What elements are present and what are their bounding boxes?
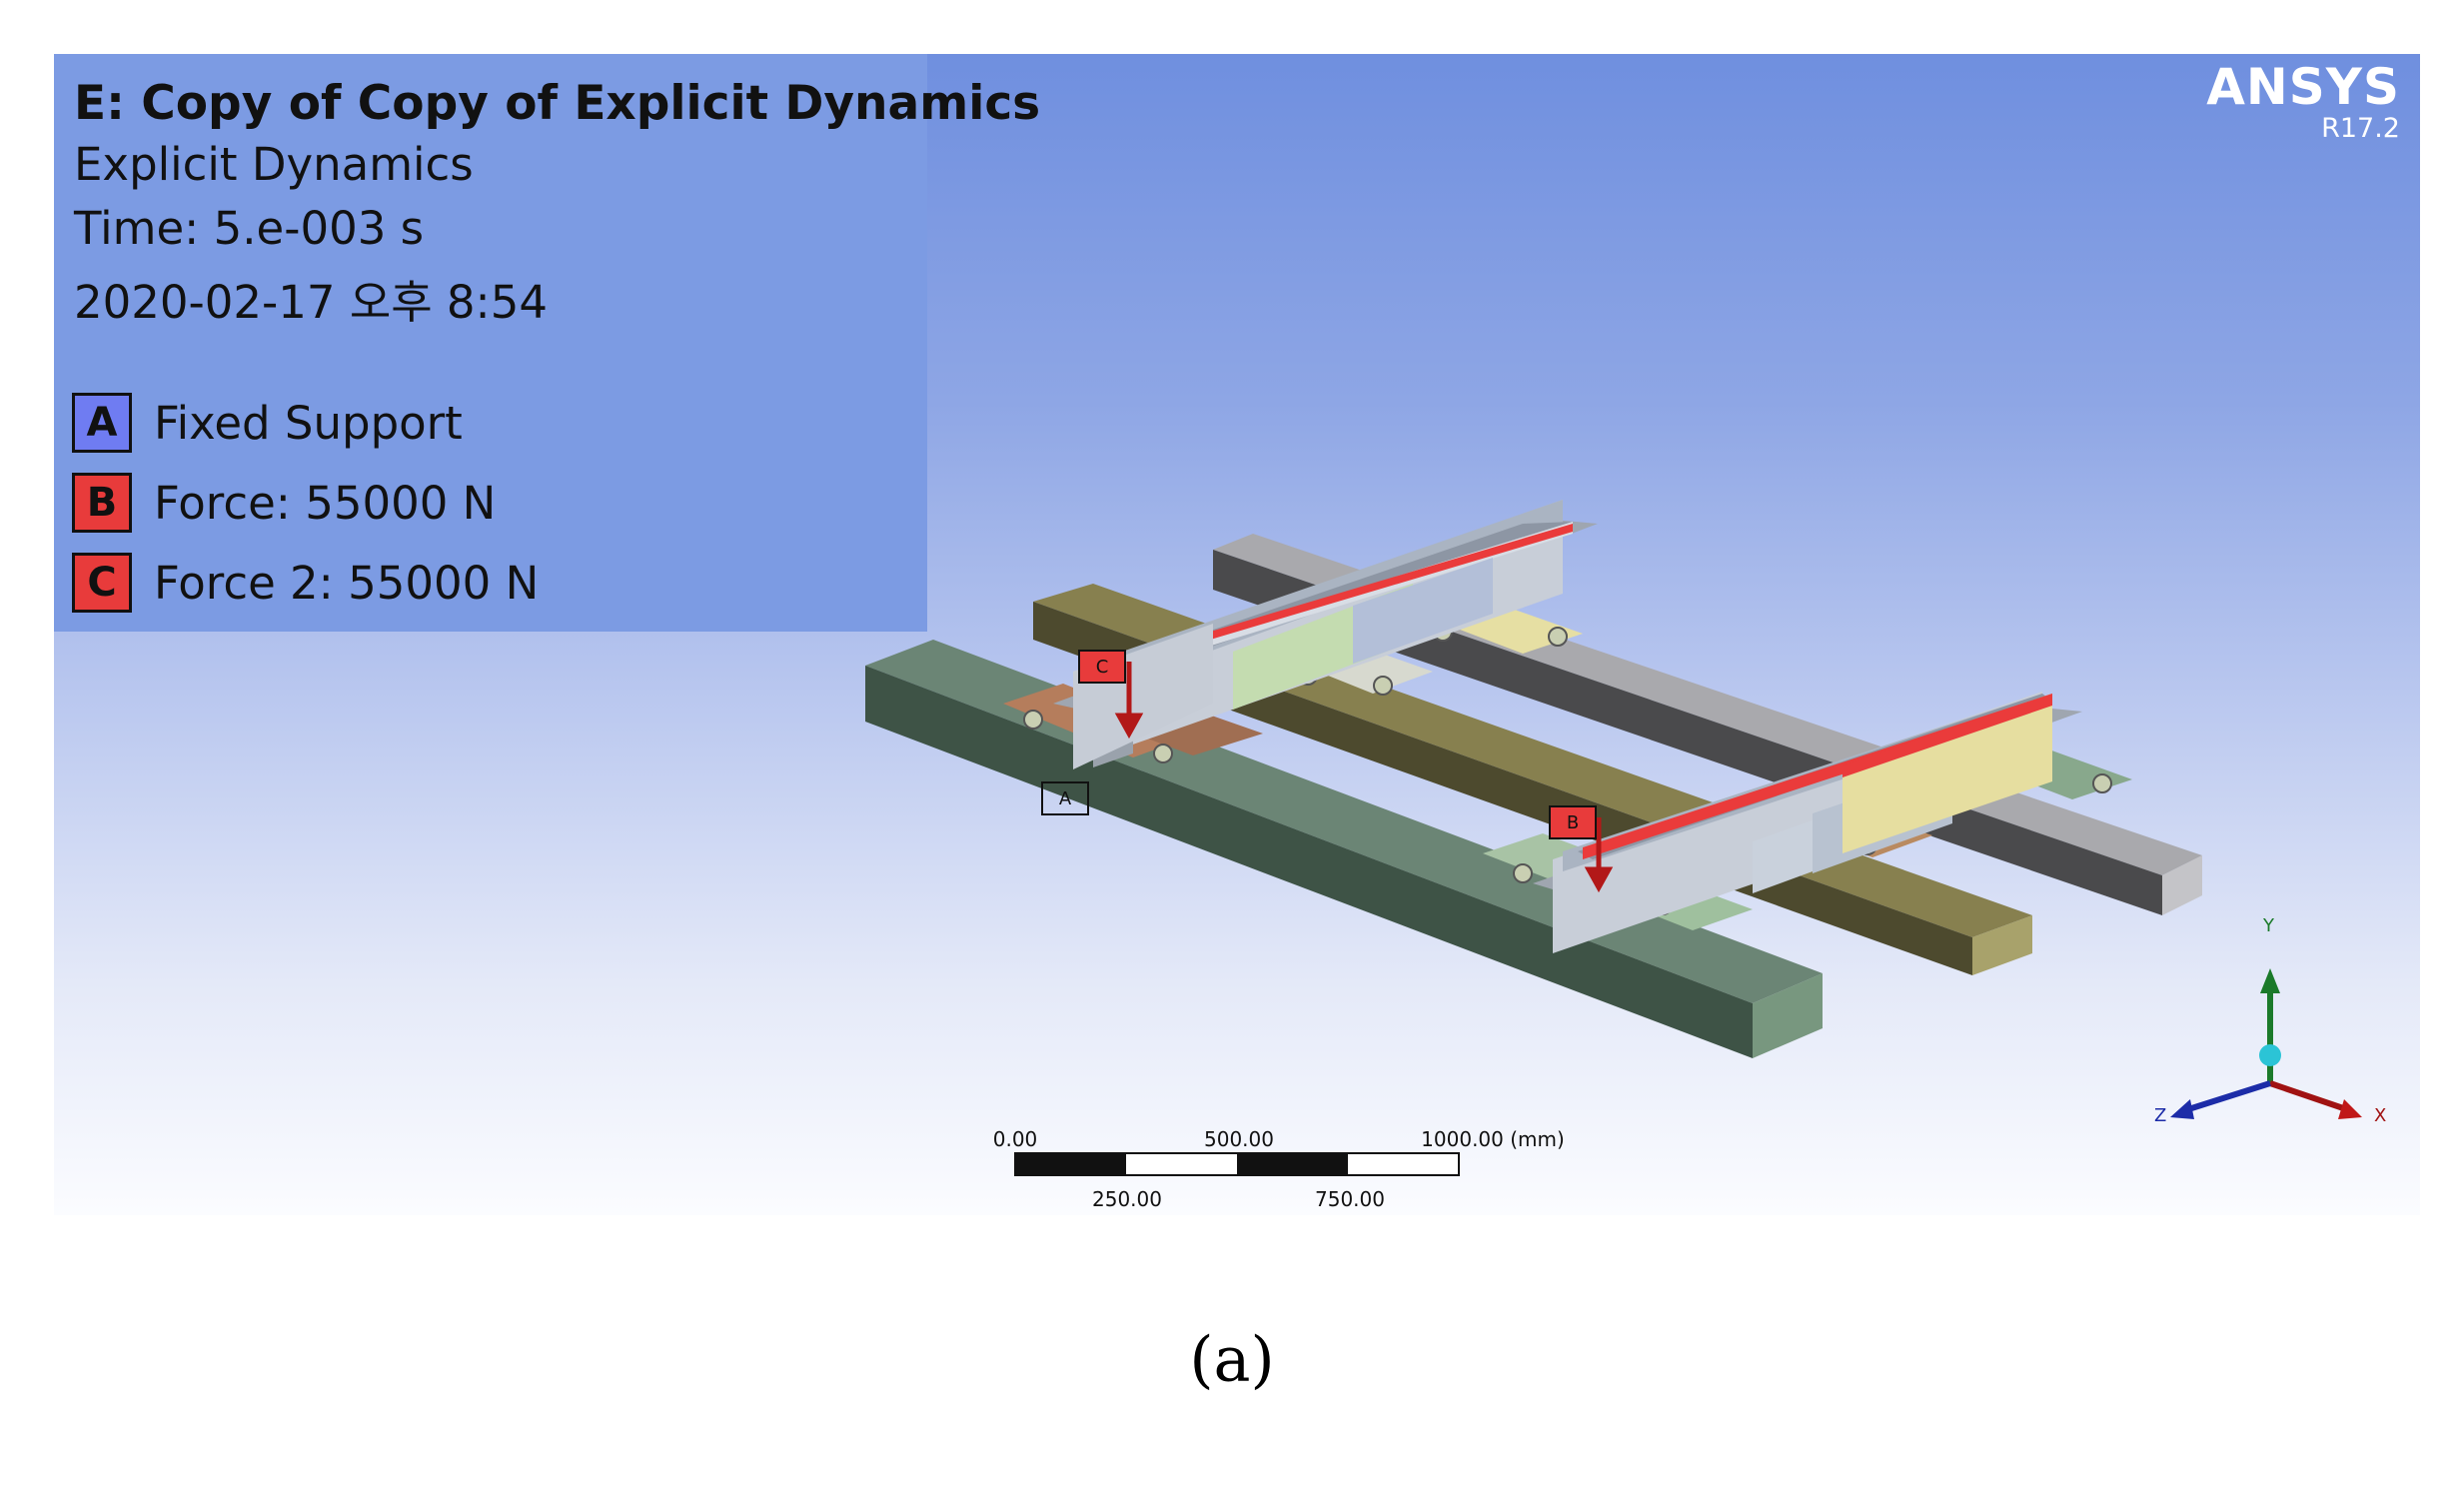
rail-upper-left [1073,624,1213,769]
marker-c[interactable]: C [1078,650,1126,684]
legend-label: Fixed Support [154,396,463,450]
marker-a[interactable]: A [1041,781,1089,815]
force-arrows [1114,662,1614,893]
scale-label-500: 500.00 [1204,1127,1274,1151]
scale-bar-graphic [1014,1152,1460,1176]
coordinate-triad [2170,968,2362,1119]
axis-label-x: X [2374,1105,2387,1126]
brand-name: ANSYS [2206,58,2400,116]
marker-b[interactable]: B [1549,805,1597,839]
details-panel: E: Copy of Copy of Explicit Dynamics Exp… [54,54,1040,632]
axis-label-y: Y [2263,915,2274,936]
analysis-type: Explicit Dynamics [74,138,474,191]
time-readout: Time: 5.e-003 s [74,202,425,255]
legend-key-a: A [72,393,132,453]
rail-lower [1533,692,2082,953]
timestamp: 2020-02-17 오후 8:54 [74,276,548,329]
legend-key-c: C [72,553,132,613]
graphics-viewport[interactable]: C B A Y X Z 0.00 500.00 1000.00 (mm) 250… [54,54,2420,1215]
scale-label-1000: 1000.00 (mm) [1421,1127,1565,1151]
scale-label-750: 750.00 [1315,1187,1385,1211]
legend-label: Force: 55000 N [154,476,497,530]
legend-item-fixed-support[interactable]: A Fixed Support [72,390,463,456]
legend-item-force-2[interactable]: C Force 2: 55000 N [72,550,539,616]
legend-item-force[interactable]: B Force: 55000 N [72,470,496,536]
legend-label: Force 2: 55000 N [154,556,540,610]
figure-caption: (a) [1189,1322,1275,1396]
scale-label-250: 250.00 [1092,1187,1162,1211]
legend-key-b: B [72,473,132,533]
scale-label-0: 0.00 [992,1127,1038,1151]
brand-version: R17.2 [2321,113,2400,144]
ansys-logo: ANSYS R17.2 [2206,58,2400,144]
analysis-title: E: Copy of Copy of Explicit Dynamics [74,76,1041,131]
axis-label-z: Z [2154,1105,2167,1126]
model-geometry[interactable] [54,54,2420,1215]
